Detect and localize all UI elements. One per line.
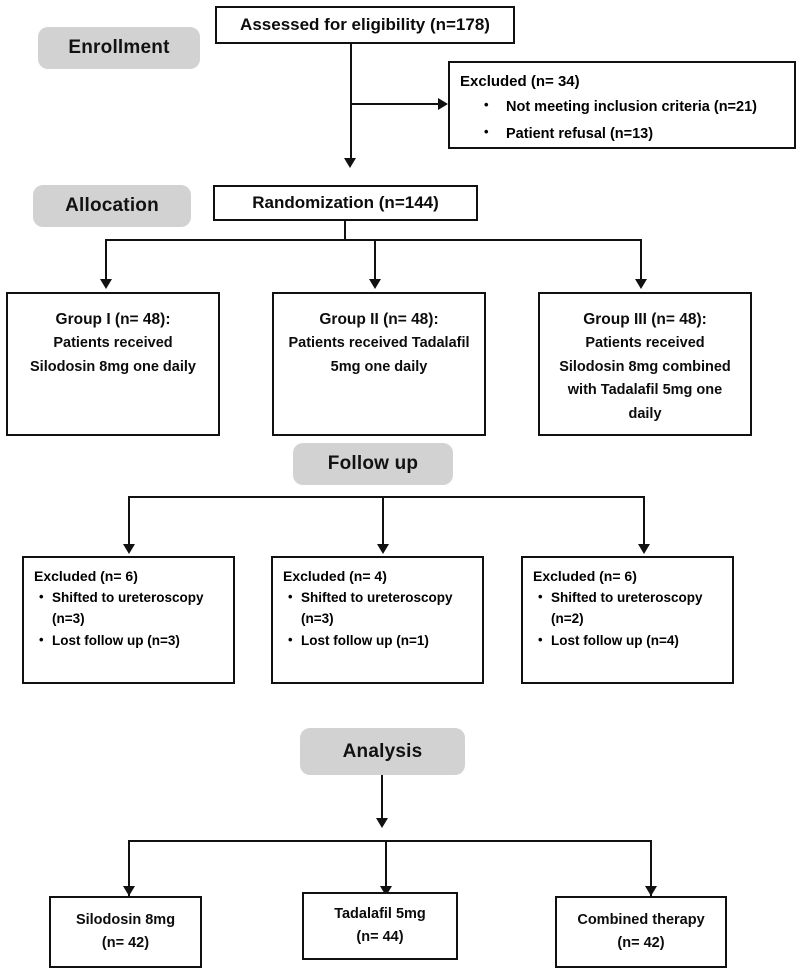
analysis-result-1-count: (n= 42): [101, 935, 150, 951]
stage-label-followup: Follow up: [293, 443, 453, 485]
stage-label-enrollment-text: Enrollment: [68, 37, 170, 58]
group-3-heading: Group III (n= 48):: [583, 311, 707, 328]
arrow-analysis-3: [645, 886, 657, 896]
arrow-followup-2: [377, 544, 389, 554]
group-1-heading: Group I (n= 48):: [55, 311, 171, 328]
list-item: Lost follow up (n=1): [288, 630, 474, 652]
box-analysis-result-3: Combined therapy (n= 42): [555, 896, 727, 968]
box-excluded-followup-2: Excluded (n= 4) Shifted to ureteroscopy …: [271, 556, 484, 684]
assessed-for-eligibility-text: Assessed for eligibility (n=178): [240, 15, 490, 35]
connector-allocation-drop-3: [640, 239, 642, 283]
stage-label-allocation-text: Allocation: [65, 195, 159, 216]
excluded-followup-3-list: Shifted to ureteroscopy (n=2) Lost follo…: [531, 587, 724, 654]
connector-followup-drop-2: [382, 496, 384, 548]
box-assessed-for-eligibility: Assessed for eligibility (n=178): [215, 6, 515, 44]
connector-followup-drop-3: [643, 496, 645, 548]
arrow-allocation-1: [100, 279, 112, 289]
excluded-followup-2-heading: Excluded (n= 4): [283, 568, 387, 584]
stage-label-analysis-text: Analysis: [342, 740, 423, 762]
arrow-allocation-2: [369, 279, 381, 289]
list-item: Shifted to ureteroscopy (n=2): [538, 587, 724, 629]
arrow-analysis-2: [380, 886, 392, 896]
connector-analysis-bar: [128, 840, 652, 842]
connector-followup-drop-1: [128, 496, 130, 548]
analysis-result-2-count: (n= 44): [356, 929, 404, 945]
arrow-to-excluded-top: [438, 98, 448, 110]
excluded-enrollment-list: Not meeting inclusion criteria (n=21) Pa…: [458, 93, 757, 150]
connector-analysis-drop-2: [385, 840, 387, 898]
stage-label-allocation: Allocation: [33, 185, 191, 227]
group-1-line-1: Patients received: [53, 335, 173, 352]
arrow-followup-1: [123, 544, 135, 554]
analysis-result-3-drug: Combined therapy: [577, 911, 705, 928]
excluded-followup-3-heading: Excluded (n= 6): [533, 568, 637, 584]
connector-followup-bar: [128, 496, 645, 498]
list-item: Shifted to ureteroscopy (n=3): [288, 587, 474, 629]
box-group-2: Group II (n= 48): Patients received Tada…: [272, 292, 486, 436]
group-2-line-1: Patients received Tadalafil: [288, 335, 470, 352]
box-analysis-result-2: Tadalafil 5mg (n= 44): [302, 892, 458, 960]
arrow-assessed-to-randomization: [344, 158, 356, 168]
connector-allocation-drop-2: [374, 239, 376, 283]
arrow-analysis-1: [123, 886, 135, 896]
randomization-text: Randomization (n=144): [252, 193, 439, 213]
list-item: Not meeting inclusion criteria (n=21): [484, 93, 757, 120]
excluded-followup-2-list: Shifted to ureteroscopy (n=3) Lost follo…: [281, 587, 474, 654]
group-3-line-3: with Tadalafil 5mg one: [567, 382, 723, 399]
group-2-line-2: 5mg one daily: [330, 358, 428, 375]
group-3-line-2: Silodosin 8mg combined: [559, 358, 731, 375]
box-group-1: Group I (n= 48): Patients received Silod…: [6, 292, 220, 436]
stage-label-analysis: Analysis: [300, 728, 465, 775]
box-excluded-followup-1: Excluded (n= 6) Shifted to ureteroscopy …: [22, 556, 235, 684]
box-randomization: Randomization (n=144): [213, 185, 478, 221]
list-item: Patient refusal (n=13): [484, 121, 757, 147]
group-1-line-2: Silodosin 8mg one daily: [30, 358, 196, 375]
connector-allocation-bar: [105, 239, 642, 241]
box-group-3: Group III (n= 48): Patients received Sil…: [538, 292, 752, 436]
arrow-allocation-3: [635, 279, 647, 289]
excluded-followup-1-heading: Excluded (n= 6): [34, 568, 138, 584]
connector-analysis-drop-1: [128, 840, 130, 898]
box-excluded-followup-3: Excluded (n= 6) Shifted to ureteroscopy …: [521, 556, 734, 684]
excluded-enrollment-heading: Excluded (n= 34): [460, 73, 580, 90]
connector-allocation-drop-1: [105, 239, 107, 283]
group-2-heading: Group II (n= 48):: [319, 311, 439, 328]
list-item: Lost follow up (n=3): [39, 630, 225, 652]
arrow-analysis-stem: [376, 818, 388, 828]
box-excluded-enrollment: Excluded (n= 34) Not meeting inclusion c…: [448, 61, 796, 149]
stage-label-enrollment: Enrollment: [38, 27, 200, 69]
arrow-followup-3: [638, 544, 650, 554]
group-3-line-1: Patients received: [585, 335, 705, 352]
box-analysis-result-1: Silodosin 8mg (n= 42): [49, 896, 202, 968]
list-item: Shifted to ureteroscopy (n=3): [39, 587, 225, 629]
stage-label-followup-text: Follow up: [327, 453, 419, 474]
analysis-result-3-count: (n= 42): [617, 935, 665, 951]
connector-analysis-stem: [381, 775, 383, 823]
analysis-result-1-drug: Silodosin 8mg: [75, 911, 176, 928]
connector-randomization-stem: [344, 221, 346, 240]
connector-to-excluded-top: [351, 103, 440, 105]
analysis-result-2-drug: Tadalafil 5mg: [334, 905, 426, 922]
group-3-line-4: daily: [628, 405, 662, 422]
connector-analysis-drop-3: [650, 840, 652, 898]
excluded-followup-1-list: Shifted to ureteroscopy (n=3) Lost follo…: [32, 587, 225, 654]
list-item: Lost follow up (n=4): [538, 630, 724, 652]
